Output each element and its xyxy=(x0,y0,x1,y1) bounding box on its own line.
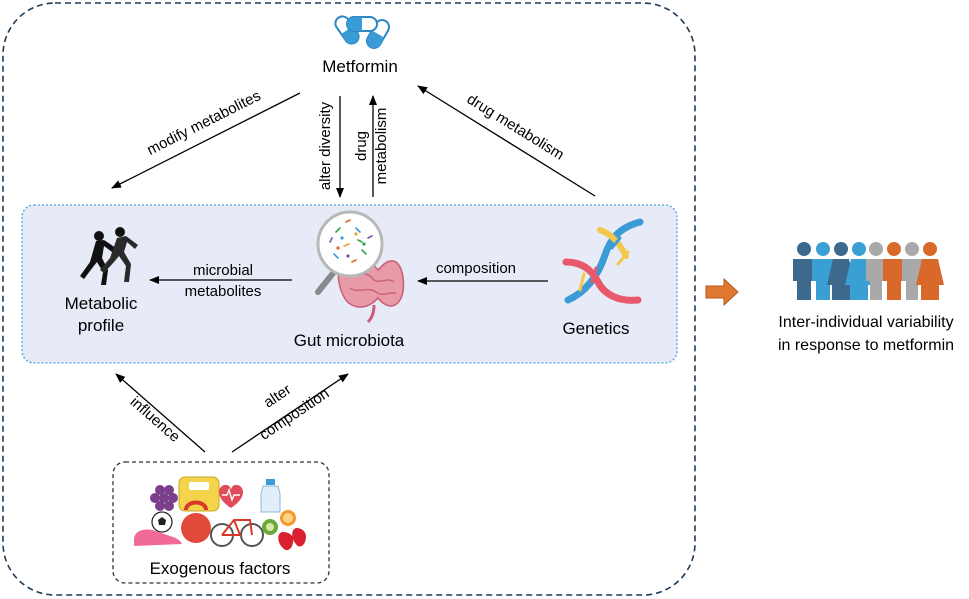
arrow-modify-metabolites xyxy=(111,92,301,189)
edge-label-drug-metabolism-diagonal: drug metabolism xyxy=(464,91,567,164)
edge-label-alter-diversity: alter diversity xyxy=(317,101,334,190)
outer-frame xyxy=(2,2,696,596)
runners-icon xyxy=(80,227,138,285)
outcome-label-line1: Inter-individual variability xyxy=(778,314,953,331)
edge-label-drug-metabolism-v2: metabolism xyxy=(373,108,390,185)
arrow-drug-metabolism-diagonal xyxy=(417,85,596,197)
metabolic-profile-line2: profile xyxy=(78,316,124,335)
intestine-magnifier-icon xyxy=(315,210,405,324)
metformin-label: Metformin xyxy=(322,57,398,76)
exogenous-factors-label: Exogenous factors xyxy=(150,559,291,578)
arrow-alter-composition xyxy=(231,373,349,453)
edge-label-microbial-metabolites-2: metabolites xyxy=(185,283,262,300)
genetics-label: Genetics xyxy=(562,319,629,338)
gut-microbiota-label: Gut microbiota xyxy=(294,331,405,350)
capsules-icon xyxy=(334,15,390,49)
people-group-icon xyxy=(793,242,944,300)
edge-label-microbial-metabolites-1: microbial xyxy=(193,262,253,279)
metabolic-profile-line1: Metabolic xyxy=(65,294,138,313)
edge-label-drug-metabolism-v1: drug xyxy=(353,131,370,161)
lifestyle-collage-icon xyxy=(134,476,306,551)
arrow-influence xyxy=(115,373,206,453)
edge-label-modify-metabolites: modify metabolites xyxy=(144,87,263,159)
dna-icon xyxy=(562,218,644,304)
arrow-right-icon xyxy=(705,277,739,307)
outcome-label-line2: in response to metformin xyxy=(778,337,954,354)
edge-label-influence: influence xyxy=(127,393,183,445)
edge-label-composition: composition xyxy=(436,260,516,277)
